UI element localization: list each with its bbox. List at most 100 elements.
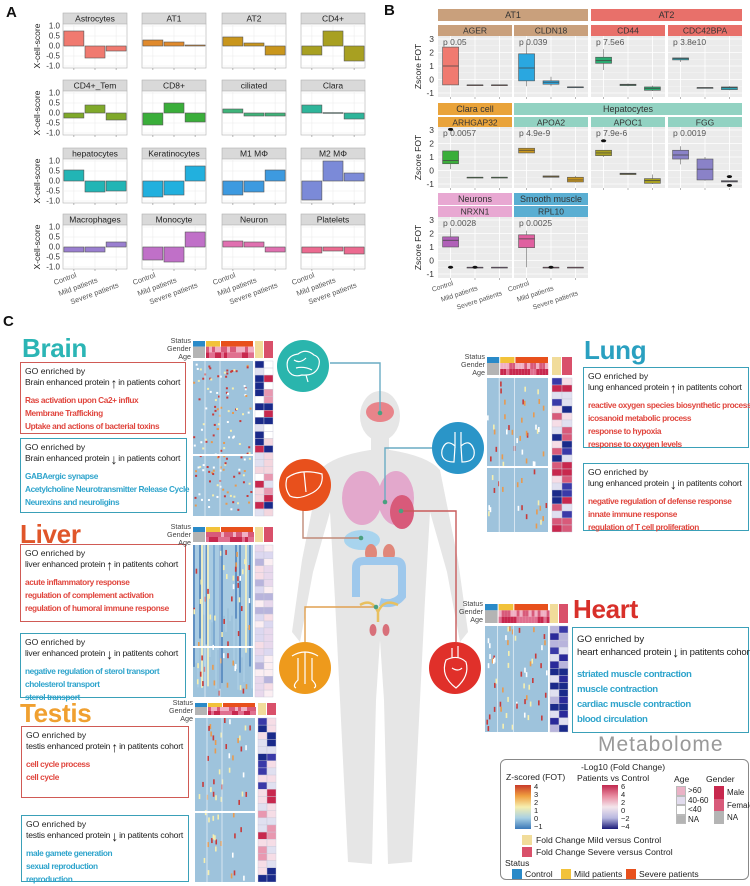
go-box-heading: GO enriched by [588,467,649,477]
arrow-down-icon: ↓ [669,475,677,492]
group-strip [514,193,588,205]
y-tick-label: 0 [429,256,434,266]
go-term: negative regulation of sterol transport [25,666,160,676]
fc-mild-swatch [522,835,532,845]
bar-severe-patients [264,45,286,56]
y-axis-label: Zscore FOT [413,225,423,270]
facet-title: Keratinocytes [148,149,200,159]
y-tick-label: 2 [429,139,434,149]
zscore-colorbar [515,785,531,829]
gender-label: Female [727,800,750,810]
y-tick-label: 1 [429,242,434,252]
annotation-label-status: Status [464,352,485,361]
bar-severe-patients [184,44,206,47]
zscore-tick: 3 [534,790,539,799]
p-value-label: p 4.9e-9 [519,128,550,138]
bar-mild-patients [243,180,265,193]
y-tick-label: 3 [429,34,434,44]
gene-strip-label: ARHGAP32 [452,118,498,128]
y-axis-label: Zscore FOT [413,135,423,180]
go-term: sexual reproduction [26,861,98,871]
fc-tick: −4 [621,822,630,831]
gene-strip-label: CD44 [617,26,639,36]
arrow-down-icon: ↓ [110,450,118,467]
bar-severe-patients [105,180,127,192]
bar-severe-patients [105,112,127,121]
gene-strip-label: FGG [696,118,714,128]
go-box-heading: GO enriched by [588,371,649,381]
gender-label: Male [727,788,745,797]
group-strip-label: Clara cell [456,104,494,114]
group-strip-label: AT1 [505,10,521,20]
protein-label: Brain enhanced protein [25,377,110,387]
connector-heart [401,510,457,642]
protein-label: Brain enhanced protein [25,453,110,463]
bar-mild-patients [84,104,106,114]
bar-mild-patients [163,41,185,47]
bar-mild-patients [163,180,185,196]
gender-swatch [714,811,724,824]
go-box-subheading: liver enhanced protein↑in patitents coho… [25,558,181,572]
organ-title-liver: Liver [20,519,81,549]
go-term: cell cycle process [26,759,90,769]
y-tick-label: 3 [429,215,434,225]
fc-tick: −2 [621,814,630,823]
cohort-label: in patitents cohort [677,382,742,392]
organ-title-heart: Heart [573,594,638,624]
connector-dots [358,410,404,610]
cohort-label: in patients cohort [118,453,181,463]
go-box-heading: GO enriched by [25,442,86,452]
go-box-subheading: lung enhanced protein↑in patitents cohor… [588,381,744,395]
p-value-label: p 7.9e-6 [596,128,627,138]
annotation-label-age: Age [472,368,485,377]
gene-strip [591,117,665,128]
group-strip-label: Smooth muscle [520,194,582,204]
bar-control [142,39,164,47]
facet-title: Platelets [317,215,350,225]
facet-title: Clara [323,81,344,91]
facet-title: CD8+ [163,81,185,91]
y-tick-label: 1 [429,152,434,162]
organ-title-lung: Lung [584,335,647,365]
age-swatch [676,805,686,815]
go-term: reproduction [26,874,73,884]
p-value-label: p 0.0025 [519,218,552,228]
y-tick-label: -1 [426,269,434,279]
gender-label: NA [727,813,739,822]
facet-title: Macrophages [69,215,121,225]
protein-label: testis enhanced protein [26,830,111,840]
go-term: innate immune response [588,509,677,519]
facet-title: hepatocytes [72,149,118,159]
age-label: >60 [688,786,702,795]
bar-severe-patients [343,112,365,120]
bar-control [63,112,85,119]
gene-strip [438,25,512,36]
bar-control [301,246,323,254]
annotation-label-status: Status [170,336,191,345]
fc-tick: 4 [621,790,626,799]
go-box-heading: GO enriched by [26,730,87,740]
status-label: Mild patients [574,869,623,879]
go-term: response to oxygen levels [588,439,682,449]
gene-strip-label: CDC42BPA [683,26,728,36]
bar-control [142,112,164,126]
bar-severe-patients [343,45,365,62]
cohort-label: in patients cohort [118,377,181,387]
bar-control [142,180,164,198]
y-tick-label: -1.0 [46,263,60,272]
outlier-point [472,265,478,269]
status-swatch-0 [512,869,522,879]
neck [371,436,389,456]
p-value-label: p 0.0019 [673,128,706,138]
y-tick-label: 0 [429,75,434,85]
bar-control [222,108,244,114]
testis-circle-icon [279,642,331,694]
